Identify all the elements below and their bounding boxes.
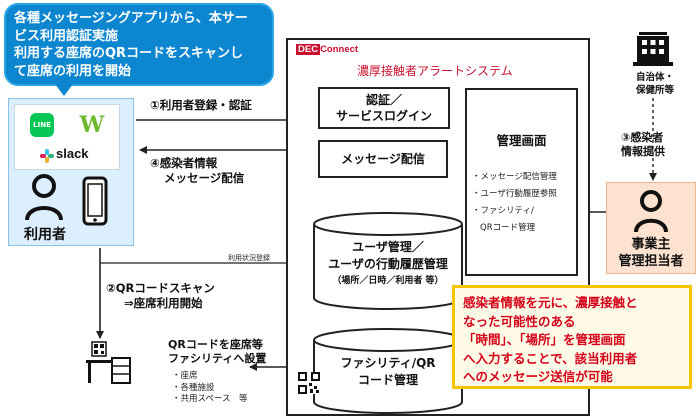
callout-line: 利用する座席のQRコードをスキャンし: [14, 46, 244, 61]
callout-line: ビス利用認証実施: [14, 28, 119, 44]
callout-tail: [55, 84, 73, 96]
office-desk-icon: [86, 341, 131, 384]
facility-setup-title: QRコードを座席等 ファシリティへ設置: [168, 338, 267, 365]
gov-label: 自治体・ 保健所等: [635, 72, 674, 96]
user-person-icon: [25, 174, 63, 221]
facility-db-cylinder: [313, 328, 463, 414]
system-title: 濃厚接触者アラートシステム: [357, 64, 513, 78]
usage-log-label: 利用状況登録: [228, 254, 270, 262]
provide-info-label: ③感染者 情報提供: [621, 131, 665, 158]
callout-line: 各種メッセージングアプリから、本サー: [14, 11, 248, 26]
deliver-label: ④感染者情報 メッセージ配信: [150, 156, 245, 185]
management-item: ・ユーザ行動履歴参照: [472, 189, 557, 199]
management-item: ・メッセージ配信管理: [472, 172, 557, 182]
smartphone-icon: [82, 176, 108, 226]
management-screen-title: 管理画面: [496, 133, 547, 148]
qr-code-icon: [298, 372, 320, 394]
slack-icon: [40, 149, 54, 163]
management-screen-box: [465, 88, 578, 276]
register-label: ①利用者登録・認証: [150, 98, 252, 112]
management-item: QRコード管理: [480, 223, 536, 233]
line-app-icon: LINE: [30, 113, 54, 137]
government-building-icon: [633, 32, 673, 66]
callout-line: て座席の利用を開始: [14, 63, 132, 79]
user-db-label: ユーザ管理／ ユーザの行動履歴管理 （場所／日時／利用者 等）: [328, 240, 448, 286]
slack-label: slack: [56, 146, 89, 161]
w-app-icon: W: [79, 112, 105, 138]
business-owner-panel: [606, 182, 696, 274]
facility-db-label: ファシリティ/QR コード管理: [340, 356, 436, 387]
management-item: ・ファシリティ/: [472, 206, 534, 216]
facility-place-list: ・座席 ・各種施設 ・共用スペース 等: [172, 371, 248, 404]
message-delivery-box: メッセージ配信: [318, 140, 448, 178]
intro-callout: 各種メッセージングアプリから、本サー ビス利用認証実施 利用する座席のQRコード…: [4, 3, 274, 86]
business-owner-person-icon: [634, 190, 668, 233]
user-db-cylinder: [313, 212, 463, 310]
auth-login-box: 認証／サービスログイン: [318, 87, 450, 129]
alert-note-callout: 感染者情報を元に、濃厚接触と なった可能性のある 「時間」、「場所」を管理画面 …: [452, 285, 692, 389]
scan-label: ②QRコードスキャン ⇒座席利用開始: [106, 281, 215, 310]
business-owner-label: 事業主 管理担当者: [618, 237, 684, 269]
user-label: 利用者: [24, 227, 66, 243]
